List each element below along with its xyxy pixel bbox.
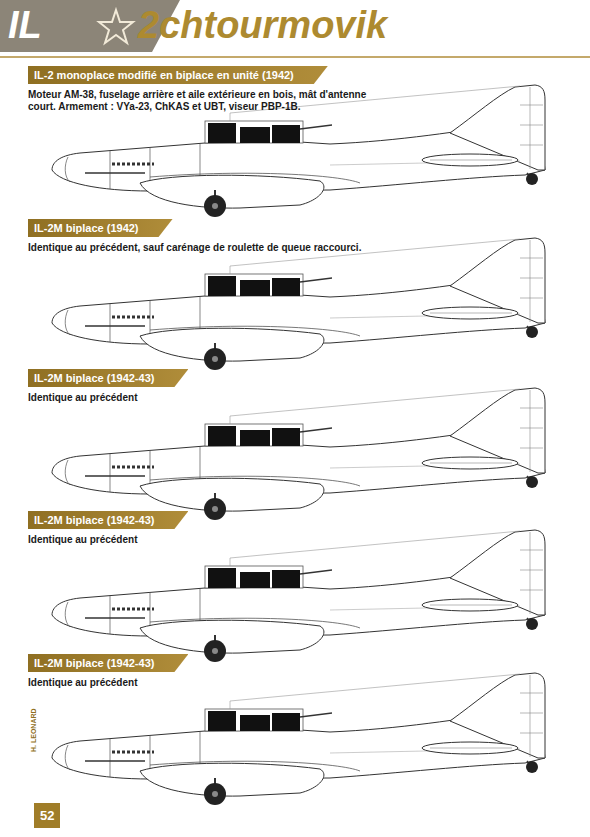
header-star bbox=[99, 10, 133, 43]
variant-description: Identique au précédent bbox=[28, 392, 368, 404]
variant-description: Identique au précédent bbox=[28, 534, 368, 546]
variant-heading: IL-2M biplace (1942-43) bbox=[28, 369, 188, 387]
page-number: 52 bbox=[34, 803, 60, 828]
artist-credit: H. LEONARD bbox=[30, 708, 37, 752]
header-title: IL bbox=[8, 4, 42, 47]
variant-description: Identique au précédent bbox=[28, 677, 368, 689]
caption-block: IL-2M biplace (1942) Identique au précéde… bbox=[28, 218, 368, 254]
aircraft-profile bbox=[52, 673, 545, 805]
variant-heading: IL-2M biplace (1942-43) bbox=[28, 511, 188, 529]
variant-heading: IL-2M biplace (1942-43) bbox=[28, 654, 188, 672]
variant-description: Moteur AM-38, fuselage arrière et aile e… bbox=[28, 89, 368, 113]
variant-heading: IL-2M biplace (1942) bbox=[28, 219, 173, 237]
aircraft-profile bbox=[52, 238, 545, 370]
caption-block: IL-2M biplace (1942-43) Identique au préc… bbox=[28, 368, 368, 404]
caption-block: IL-2 monoplace modifié en biplace en uni… bbox=[28, 65, 368, 113]
aircraft-profile bbox=[52, 530, 545, 662]
header-rule bbox=[0, 56, 590, 58]
header-title: 2chtourmovik bbox=[138, 4, 387, 47]
variant-description: Identique au précédent, sauf carénage de… bbox=[28, 242, 368, 254]
aircraft-profile bbox=[52, 388, 545, 520]
caption-block: IL-2M biplace (1942-43) Identique au préc… bbox=[28, 653, 368, 689]
variant-heading: IL-2 monoplace modifié en biplace en uni… bbox=[28, 66, 328, 84]
caption-block: IL-2M biplace (1942-43) Identique au préc… bbox=[28, 510, 368, 546]
